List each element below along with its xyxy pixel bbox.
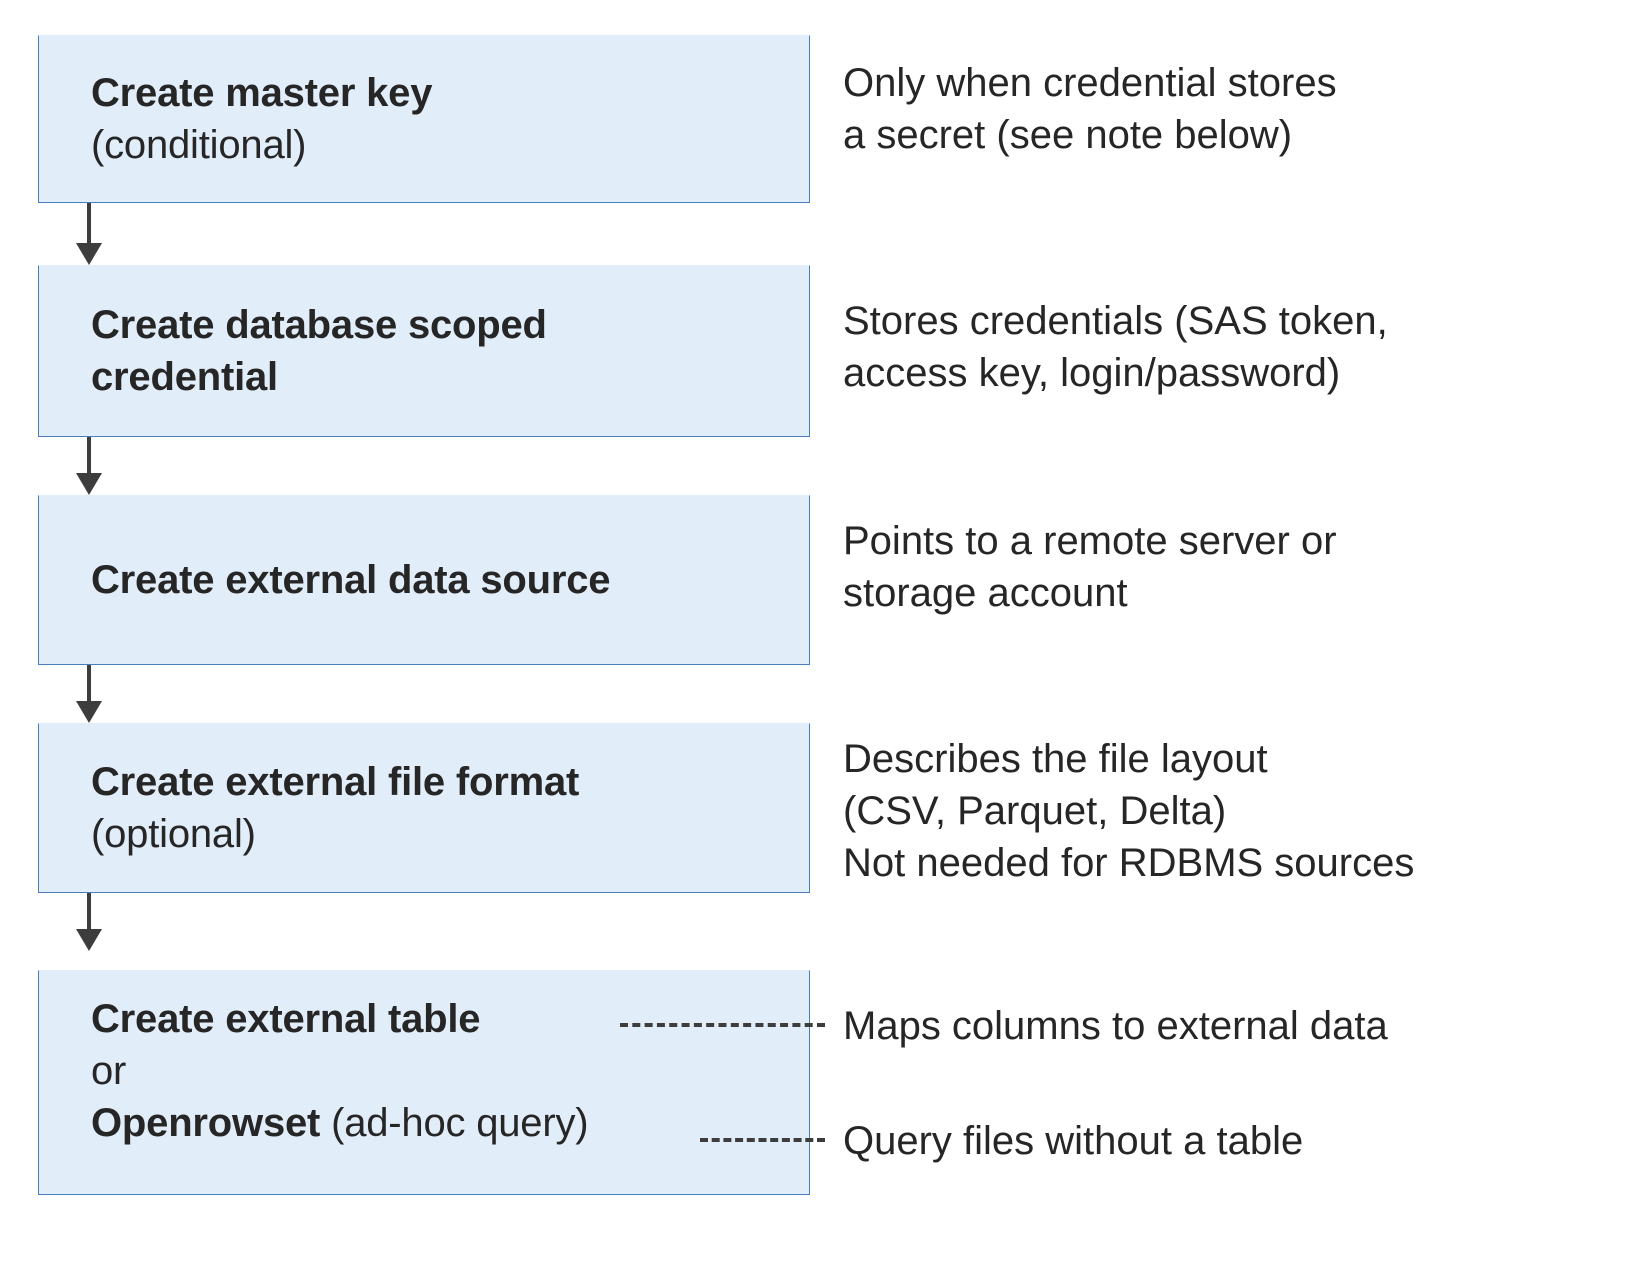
step-title-openrowset-row: Openrowset (ad-hoc query) xyxy=(91,1097,809,1149)
arrow-credential-to-data-source xyxy=(76,437,102,495)
step-title-cont-create-database-scoped-credential: credential xyxy=(91,355,278,399)
step-subtitle-create-external-file-format: (optional) xyxy=(91,812,256,856)
step-title-openrowset: Openrowset xyxy=(91,1101,321,1145)
note-line: a secret (see note below) xyxy=(843,113,1293,157)
note-openrowset: Query files without a table xyxy=(843,1115,1303,1167)
arrow-master-key-to-credential xyxy=(76,203,102,265)
step-title-create-external-table: Create external table xyxy=(91,997,481,1041)
step-title-create-master-key: Create master key xyxy=(91,71,433,115)
note-create-external-file-format: Describes the file layout (CSV, Parquet,… xyxy=(843,733,1414,889)
note-line: Maps columns to external data xyxy=(843,1004,1388,1048)
note-line: Query files without a table xyxy=(843,1119,1304,1163)
note-create-master-key: Only when credential stores a secret (se… xyxy=(843,57,1337,161)
note-line: Only when credential stores xyxy=(843,61,1337,105)
note-line: Describes the file layout xyxy=(843,737,1268,781)
step-conjunction-or: or xyxy=(91,1049,127,1093)
note-line: Stores credentials (SAS token, xyxy=(843,299,1388,343)
dashed-leader-openrowset xyxy=(700,1138,825,1142)
note-line: access key, login/password) xyxy=(843,351,1341,395)
step-box-create-database-scoped-credential[interactable]: Create database scoped credential xyxy=(38,265,810,437)
step-box-create-external-data-source[interactable]: Create external data source xyxy=(38,495,810,665)
note-line: (CSV, Parquet, Delta) xyxy=(843,789,1227,833)
step-box-create-external-table-or-openrowset[interactable]: Create external table or Openrowset (ad-… xyxy=(38,970,810,1195)
step-title-create-external-data-source: Create external data source xyxy=(91,558,611,602)
step-title-create-external-file-format: Create external file format xyxy=(91,760,580,804)
arrow-data-source-to-file-format xyxy=(76,665,102,723)
step-subtitle-create-master-key: (conditional) xyxy=(91,123,307,167)
step-box-create-master-key[interactable]: Create master key (conditional) xyxy=(38,35,810,203)
step-title-create-database-scoped-credential: Create database scoped xyxy=(91,303,547,347)
arrow-file-format-to-external-table xyxy=(76,893,102,951)
note-create-external-table: Maps columns to external data xyxy=(843,1000,1388,1052)
note-create-database-scoped-credential: Stores credentials (SAS token, access ke… xyxy=(843,295,1388,399)
note-create-external-data-source: Points to a remote server or storage acc… xyxy=(843,515,1337,619)
note-line: storage account xyxy=(843,571,1128,615)
step-subtitle-openrowset: (ad-hoc query) xyxy=(320,1101,589,1145)
note-line: Not needed for RDBMS sources xyxy=(843,841,1415,885)
step-box-create-external-file-format[interactable]: Create external file format (optional) xyxy=(38,723,810,893)
dashed-leader-external-table xyxy=(620,1023,825,1027)
note-line: Points to a remote server or xyxy=(843,519,1337,563)
